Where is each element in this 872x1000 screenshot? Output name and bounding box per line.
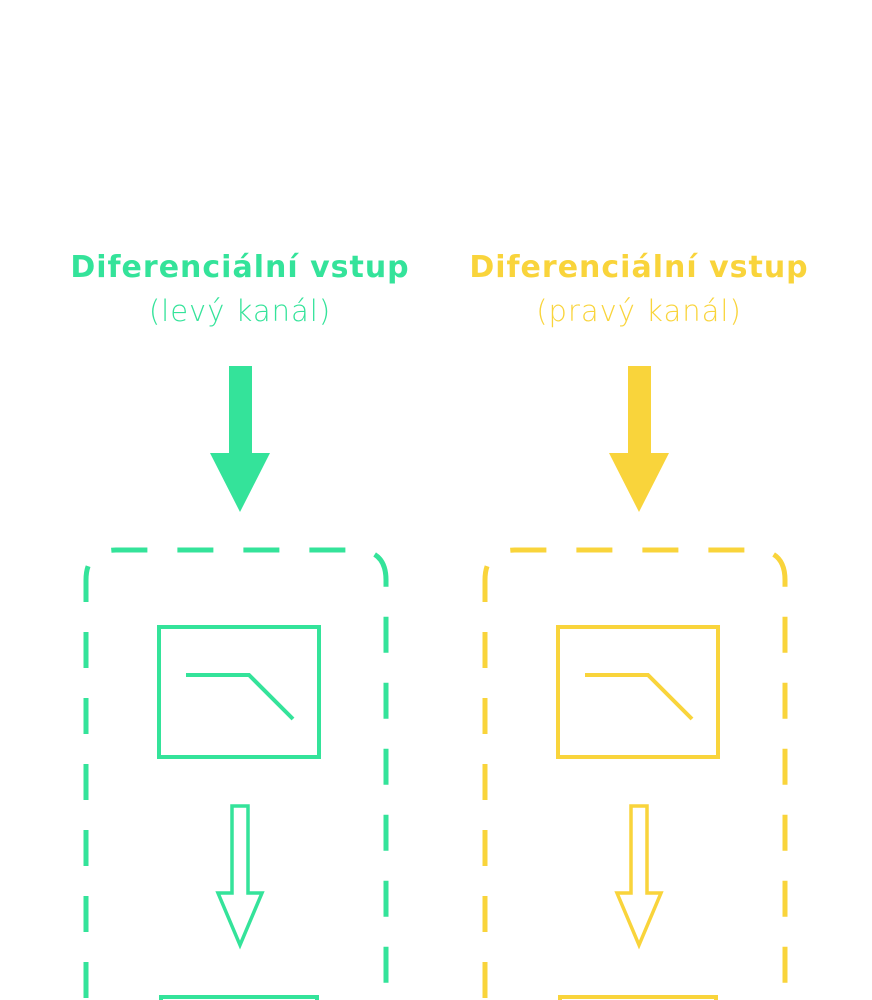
right-channel-title: Diferenciální vstup: [469, 250, 809, 285]
right-channel-subtitle: (pravý kanál): [536, 294, 742, 328]
lowpass-filter-block: [556, 625, 720, 759]
channel-group-box: [482, 547, 788, 998]
left-channel-subtitle: (levý kanál): [148, 294, 332, 328]
left-channel-diagram: [83, 366, 389, 1000]
lowpass-filter-block: [157, 625, 321, 759]
lowpass-filter-icon: [186, 673, 295, 721]
signal-flow-arrow-icon: [215, 804, 265, 950]
signal-flow-arrow-icon: [614, 804, 664, 950]
lowpass-filter-icon: [585, 673, 694, 721]
input-arrow-icon: [609, 366, 669, 512]
left-channel-title: Diferenciální vstup: [70, 250, 410, 285]
input-arrow-icon: [210, 366, 270, 512]
next-block: [558, 995, 718, 1000]
right-channel-diagram: [482, 366, 788, 1000]
next-block: [159, 995, 319, 1000]
channel-group-box: [83, 547, 389, 998]
